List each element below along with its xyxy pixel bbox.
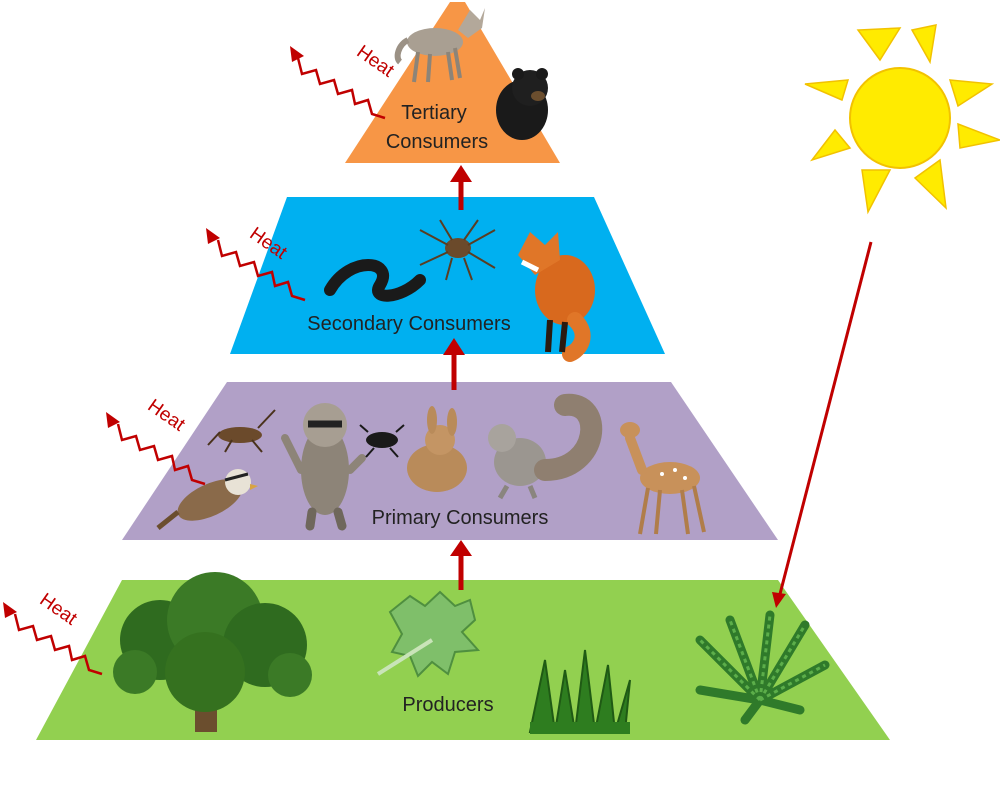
- rabbit-icon: [407, 406, 467, 492]
- coyote-icon: [394, 8, 485, 83]
- maple-leaf-icon: [376, 590, 481, 678]
- black-bear-icon: [496, 68, 548, 140]
- sunlight-arrow: [772, 241, 873, 608]
- energy-arrow-secondary-to-tertiary: [450, 165, 472, 210]
- energy-arrow-primary-to-secondary: [443, 338, 465, 390]
- raccoon-icon: [281, 403, 366, 531]
- grass-icon: [528, 649, 631, 734]
- tier-label-producers: Producers: [402, 694, 493, 716]
- tier-label-secondary: Secondary Consumers: [307, 313, 510, 335]
- tier-label-primary: Primary Consumers: [372, 507, 549, 529]
- sun-icon: [804, 24, 1000, 215]
- snake-icon: [324, 259, 426, 302]
- heat-label-primary: Heat: [144, 395, 190, 436]
- tier-label-tertiary-line1: Tertiary: [401, 102, 467, 124]
- heat-label-tertiary: Heat: [353, 41, 399, 82]
- squirrel-icon: [488, 393, 603, 500]
- tier-label-tertiary-line2: Consumers: [386, 131, 488, 153]
- energy-arrow-producers-to-primary: [450, 540, 472, 590]
- spider-icon: [419, 219, 496, 281]
- fern-icon: [695, 610, 830, 725]
- oak-tree-icon: [113, 572, 312, 732]
- red-fox-icon: [518, 232, 595, 362]
- cricket-icon: [207, 409, 276, 453]
- fawn-icon: [620, 422, 706, 535]
- beetle-icon: [359, 424, 405, 458]
- heat-squiggle-producers: Heat: [3, 589, 103, 676]
- sparrow-icon: [156, 469, 258, 530]
- heat-label-producers: Heat: [36, 589, 82, 630]
